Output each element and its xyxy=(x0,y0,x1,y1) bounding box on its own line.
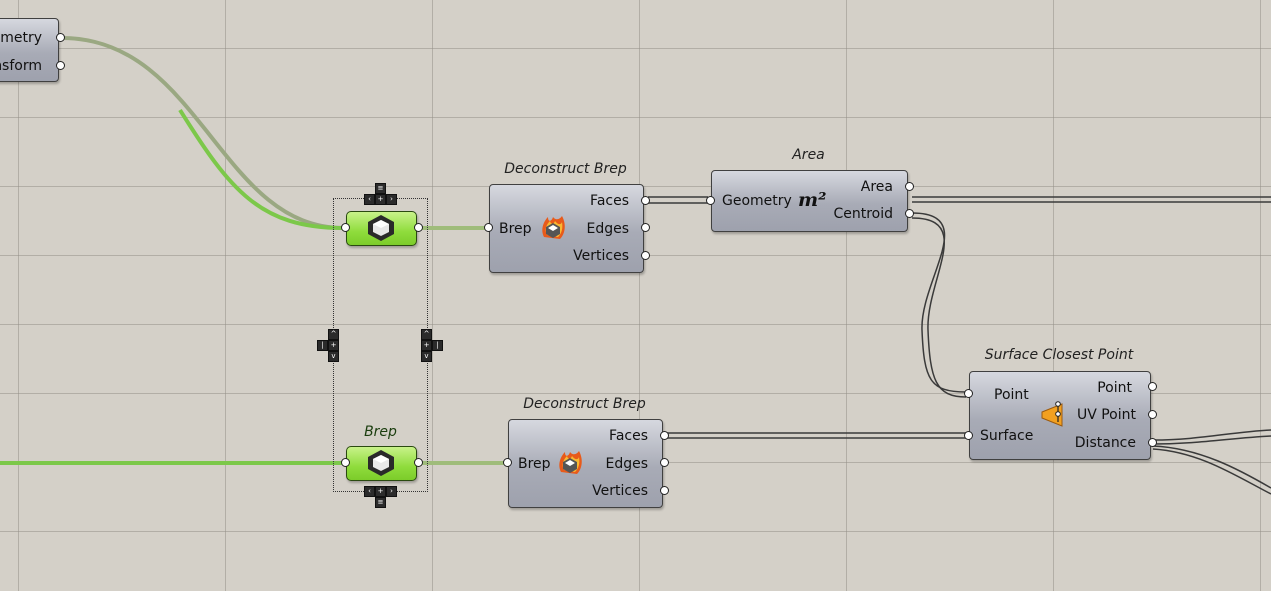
output-grip[interactable] xyxy=(641,196,650,205)
input-brep-label: Brep xyxy=(518,456,551,472)
deconstruct-brep-component-bottom[interactable]: Brep Faces Edges Vertices xyxy=(508,419,663,508)
brep-param-title: Brep xyxy=(364,424,397,440)
align-left-icon[interactable]: | xyxy=(317,340,328,351)
move-down-icon[interactable]: v xyxy=(328,351,339,362)
wire-distance-output[interactable] xyxy=(1152,429,1271,495)
output-edges-label: Edges xyxy=(605,456,648,472)
input-grip[interactable] xyxy=(706,196,715,205)
output-grip[interactable] xyxy=(641,223,650,232)
surface-closest-point-icon xyxy=(1041,401,1063,427)
align-bottom-icon[interactable]: ≡ xyxy=(375,497,386,508)
output-faces-label: Faces xyxy=(609,428,648,444)
output-faces-label: Faces xyxy=(590,193,629,209)
input-grip[interactable] xyxy=(964,431,973,440)
area-component[interactable]: Geometry m² Area Centroid xyxy=(711,170,908,232)
input-grip[interactable] xyxy=(503,458,512,467)
align-top-icon[interactable]: ≡ xyxy=(375,183,386,194)
input-grip[interactable] xyxy=(341,223,350,232)
move-left-icon[interactable]: ‹ xyxy=(364,486,375,497)
deconstruct-brep-title: Deconstruct Brep xyxy=(523,396,646,412)
deconstruct-brep-component-top[interactable]: Brep Faces Edges Vertices xyxy=(489,184,644,273)
input-grip[interactable] xyxy=(964,389,973,398)
input-brep-label: Brep xyxy=(499,221,532,237)
wire-faces-to-area[interactable] xyxy=(648,196,708,204)
brep-hexagon-icon xyxy=(368,450,394,476)
brep-param-bottom[interactable] xyxy=(346,446,417,481)
wire-geometry-to-param[interactable] xyxy=(61,36,344,230)
output-edges-label: Edges xyxy=(586,221,629,237)
brep-hexagon-icon xyxy=(368,215,394,241)
output-grip[interactable] xyxy=(660,486,669,495)
left-partial-component[interactable]: ometry nsform xyxy=(0,18,59,82)
output-centroid-label: Centroid xyxy=(833,206,893,222)
output-distance-label: Distance xyxy=(1074,435,1136,451)
output-grip[interactable] xyxy=(660,458,669,467)
wire-geometry-to-param-highlight xyxy=(178,108,344,230)
move-down-icon[interactable]: v xyxy=(421,351,432,362)
surface-closest-point-component[interactable]: Point Surface Point UV Point Distance xyxy=(969,371,1151,460)
brep-param-top[interactable] xyxy=(346,211,417,246)
output-grip[interactable] xyxy=(414,458,423,467)
move-center-icon[interactable]: + xyxy=(375,486,386,497)
wire-area-output[interactable] xyxy=(912,196,1271,203)
output-grip[interactable] xyxy=(905,182,914,191)
surface-closest-point-title: Surface Closest Point xyxy=(984,347,1134,363)
output-area-label: Area xyxy=(860,179,893,195)
move-right-icon[interactable]: › xyxy=(386,486,397,497)
output-uv-point-label: UV Point xyxy=(1076,407,1136,423)
output-grip[interactable] xyxy=(56,33,65,42)
input-point-label: Point xyxy=(994,387,1029,403)
output-grip[interactable] xyxy=(1148,438,1157,447)
align-right-icon[interactable]: | xyxy=(432,340,443,351)
input-geometry-label: Geometry xyxy=(722,193,792,209)
move-left-icon[interactable]: ‹ xyxy=(364,194,375,205)
output-vertices-label: Vertices xyxy=(573,248,629,264)
wire-faces-to-surface[interactable] xyxy=(667,432,966,439)
move-center-icon[interactable]: + xyxy=(375,194,386,205)
output-transform-label: nsform xyxy=(0,58,42,74)
input-grip[interactable] xyxy=(341,458,350,467)
input-surface-label: Surface xyxy=(980,428,1034,444)
output-geometry-label: ometry xyxy=(0,30,42,46)
output-grip[interactable] xyxy=(1148,410,1157,419)
output-grip[interactable] xyxy=(414,223,423,232)
area-m2-icon: m² xyxy=(798,189,827,211)
area-title: Area xyxy=(792,147,825,163)
deconstruct-brep-title: Deconstruct Brep xyxy=(504,161,627,177)
move-up-icon[interactable]: ^ xyxy=(328,329,339,340)
move-center-icon[interactable]: + xyxy=(421,340,432,351)
output-point-label: Point xyxy=(1097,380,1132,396)
output-grip[interactable] xyxy=(1148,382,1157,391)
output-vertices-label: Vertices xyxy=(592,483,648,499)
output-grip[interactable] xyxy=(905,209,914,218)
deconstruct-brep-icon xyxy=(542,216,565,239)
move-center-icon[interactable]: + xyxy=(328,340,339,351)
deconstruct-brep-icon xyxy=(559,451,582,474)
move-up-icon[interactable]: ^ xyxy=(421,329,432,340)
output-grip[interactable] xyxy=(56,61,65,70)
output-grip[interactable] xyxy=(660,431,669,440)
output-grip[interactable] xyxy=(641,251,650,260)
wire-centroid-to-point[interactable] xyxy=(911,212,967,398)
move-right-icon[interactable]: › xyxy=(386,194,397,205)
input-grip[interactable] xyxy=(484,223,493,232)
